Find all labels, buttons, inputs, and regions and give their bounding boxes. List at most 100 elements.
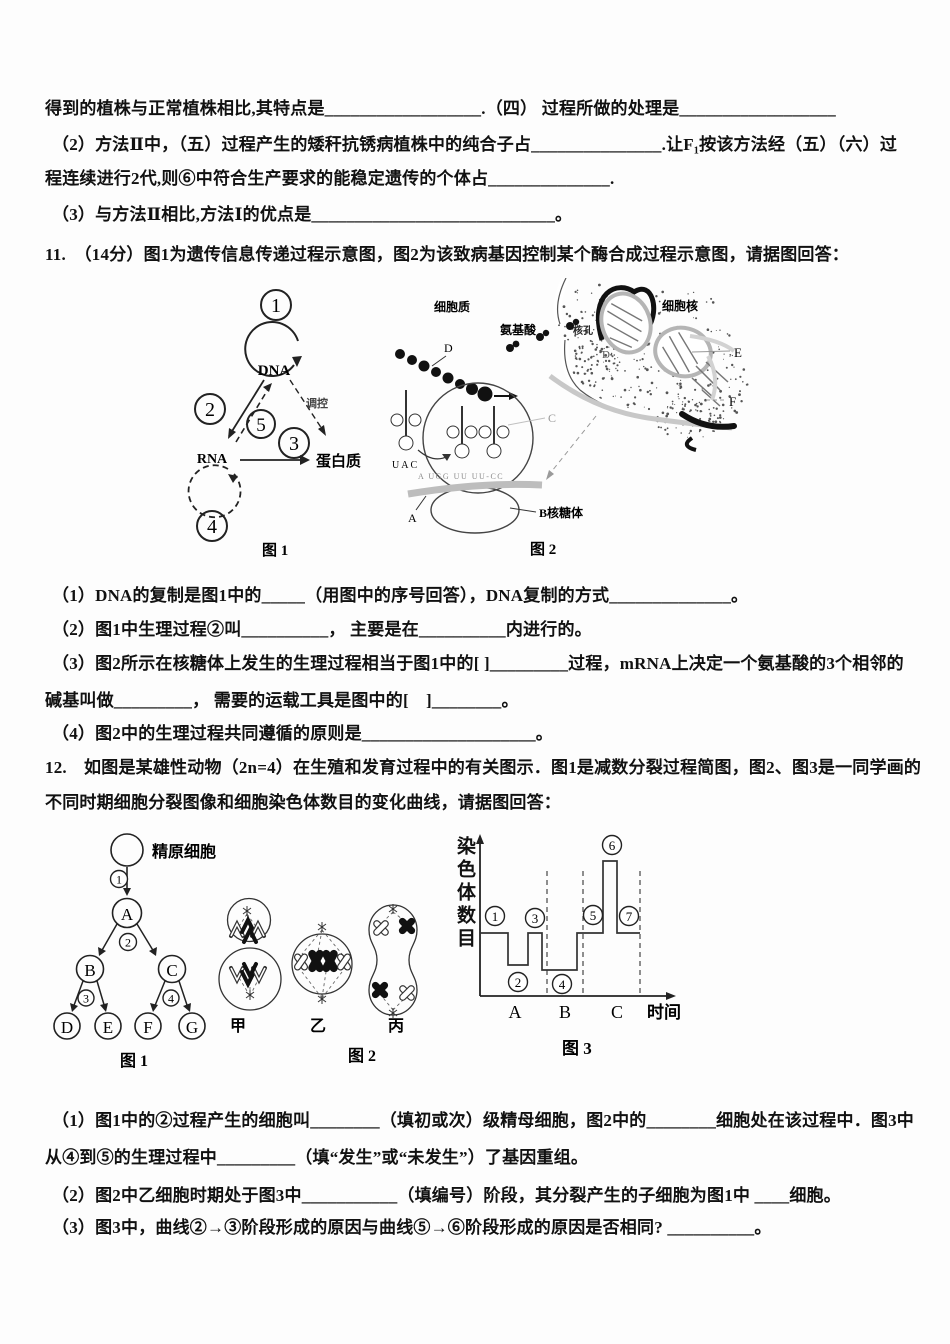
svg-text:4: 4 [168,992,174,1006]
svg-text:4: 4 [207,516,217,538]
svg-text:2: 2 [205,399,215,421]
ribosome-small-subunit [422,382,534,494]
svg-text:A: A [121,905,134,924]
fig2-caption: 图 2 [530,541,556,558]
svg-text:D: D [61,1018,73,1037]
peptide-chain [395,349,493,402]
step-4-badge: 4 [196,510,228,542]
nucleus-d-label: D [602,349,610,361]
svg-text:C: C [166,961,177,980]
spermatogonium-label: 精原细胞 [152,842,216,861]
step-5-badge: 5 [246,409,276,439]
fig1-caption: 图 1 [262,542,288,559]
q11-sub1: （1）DNA的复制是图1中的_____（用图中的序号回答），DNA复制的方式__… [52,586,749,605]
label-d: D [444,341,453,355]
rna-strand-2 [689,334,736,353]
protein-label: 蛋白质 [316,452,361,470]
svg-text:1: 1 [271,295,281,317]
q11-fig2-protein-synthesis-diagram: 核孔 细胞核 D E F 细胞质 氨基酸 [390,278,749,558]
cell-C [157,954,187,984]
reverse-transcription-arrow [235,385,271,443]
mrna-sequence: A UGG UU UU-CC [418,472,504,481]
svg-text:7: 7 [626,909,633,924]
step-3-badge: 3 [278,427,310,459]
chart-y-axis-label: 染色体数目 [454,836,475,951]
q11-sub2: （2）图1中生理过程②叫__________， 主要是在__________内进… [52,620,592,639]
cytoplasm-label: 细胞质 [434,299,470,314]
arrowhead [292,356,302,367]
label-e: E [734,345,742,360]
granule-hook [684,436,697,452]
intro-line-3: 程连续进行2代,则⑥中符合生产要求的能稳定遗传的个体占_____________… [45,169,615,188]
segment-separators [546,871,641,996]
ribosome-large-subunit [430,486,520,534]
curve-point-5: 5 [582,904,604,926]
label-f: F [729,394,736,409]
q12-sub1a: （1）图1中的②过程产生的细胞叫________（填初或次）级精母细胞，图2中的… [52,1111,914,1130]
svg-text:1: 1 [492,909,499,924]
rna-replication-loop [187,464,242,519]
q12-stem-line1: 12. 如图是某雄性动物（2n=4）在生殖和发育过程中的有关图示．图1是减数分裂… [45,758,922,777]
q11-sub4: （4）图2中的生理过程共同遵循的原则是____________________。 [52,724,553,743]
q12-fig1-lineage-tree: 精原细胞 1 A 2 B C 3 [53,833,216,1070]
granule-band [679,411,737,430]
q12-stem-line2: 不同时期细胞分裂图像和细胞染色体数目的变化曲线，请据图回答： [45,793,561,812]
segment-c-label: C [611,1002,623,1022]
intro-line-1: 得到的植株与正常植株相比,其特点是__________________.（四） … [45,99,836,118]
x-axis-label: 时间 [647,1002,681,1022]
curve-point-3: 3 [524,907,546,929]
nuclear-pore-label: 核孔 [573,324,593,337]
svg-text:1: 1 [116,873,122,887]
cell-G [178,1012,206,1040]
q12-sub3: （3）图3中，曲线②→③阶段形成的原因与曲线⑤→⑥阶段形成的原因是否相同? __… [52,1218,772,1237]
q12-fig3-chromosome-chart: 1 2 3 4 5 6 7 A B C 时间 图 3 [476,834,681,1058]
transcription-arrow [228,379,265,437]
cell-A [111,897,143,929]
label-b-ribosome: B核糖体 [539,505,584,520]
cell-D [53,1012,81,1040]
q12-fig1-caption: 图 1 [120,1052,148,1070]
regulation-arrow [289,379,325,433]
svg-text:4: 4 [559,977,566,992]
nucleus-label: 细胞核 [662,298,698,313]
svg-text:B: B [84,961,95,980]
aster [388,904,398,1018]
cell-bing: 丙 [368,904,418,1035]
step-2-badge: 2 [194,393,226,425]
label-a: A [408,511,417,525]
segment-a-label: A [509,1002,522,1022]
svg-text:3: 3 [289,433,299,455]
chromatin-blob-1 [599,291,653,355]
aster [242,906,255,1000]
svg-text:5: 5 [256,415,266,436]
q11-sub3a: （3）图2所示在核糖体上发生的生理过程相当于图1中的[ ]_________过程… [52,654,904,673]
svg-text:3: 3 [532,911,539,926]
q12-fig2-cell-drawings: 甲 [218,897,418,1065]
cell-yi: 乙 [291,922,353,1035]
svg-text:5: 5 [590,908,597,923]
cell-E [94,1012,122,1040]
svg-text:2: 2 [125,936,131,950]
curve-point-7: 7 [618,905,640,927]
curve-point-2: 2 [507,971,529,993]
dna-label: DNA [258,363,291,379]
svg-text:E: E [103,1018,113,1037]
intro-line-2: （2）方法Ⅱ中，（五）过程产生的矮秆抗锈病植株中的纯合子占___________… [52,135,898,154]
step-1-badge: 1 [260,289,292,321]
q11-stem: 11. （14分）图1为遗传信息传递过程示意图，图2为该致病基因控制某个酶合成过… [45,245,850,264]
amino-acid-label: 氨基酸 [500,322,537,337]
curve-point-4: 4 [551,973,573,995]
curve-point-1: 1 [484,905,506,927]
aster [317,922,327,1004]
svg-text:6: 6 [609,838,616,853]
cell-jia: 甲 [218,897,282,1035]
trna-in-a-site [478,406,510,459]
svg-text:2: 2 [515,975,522,990]
q12-sub1b: 从④到⑤的生理过程中_________（填“发生”或“未发生”）了基因重组。 [45,1148,589,1167]
svg-text:3: 3 [83,992,89,1006]
tree-step-2: 2 [118,932,138,952]
svg-text:F: F [143,1018,152,1037]
q12-fig3-caption: 图 3 [562,1039,592,1058]
tree-step-3: 3 [77,989,95,1007]
